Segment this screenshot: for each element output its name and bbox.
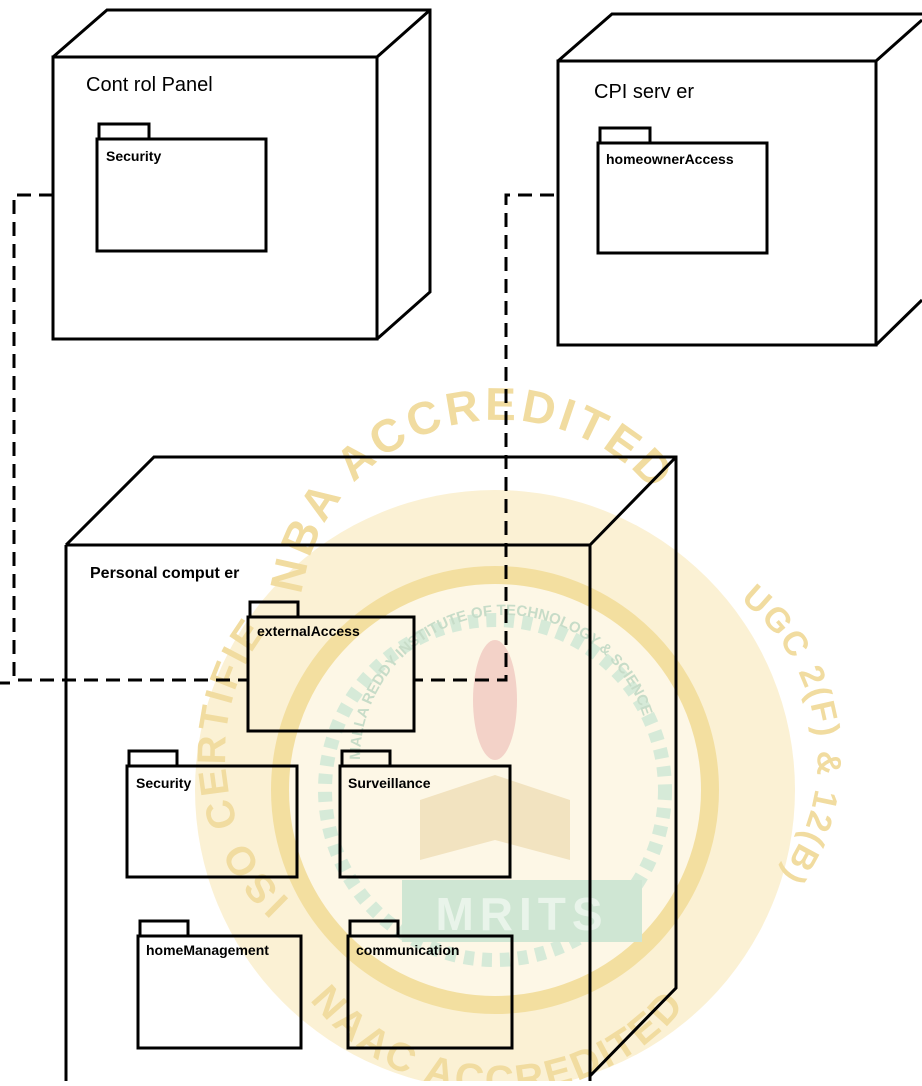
node-cube-edge: [376, 8, 431, 59]
node-label-control-panel: Cont rol Panel: [86, 74, 213, 96]
node-cube-edge: [588, 455, 678, 547]
seal-book: [420, 775, 570, 860]
watermark-banner-text: MRITS: [435, 888, 608, 940]
package-body: [596, 141, 769, 255]
package-tab: [97, 122, 151, 141]
node-cube-edges: [557, 12, 922, 63]
node-front-face: [64, 543, 592, 1081]
dependency-line-security-to-external: [12, 193, 248, 682]
package-security-control-panel: [95, 122, 268, 253]
package-body: [95, 137, 268, 253]
package-communication: [346, 919, 514, 1050]
package-tab: [127, 749, 179, 768]
package-body: [136, 934, 303, 1050]
seal-banner: [402, 880, 642, 942]
package-label-home-management: homeManagement: [146, 942, 269, 958]
dependency-lines: [0, 193, 598, 685]
package-tab: [138, 919, 190, 938]
node-cube-edge: [875, 18, 922, 63]
package-label-security: Security: [106, 148, 161, 164]
package-body: [246, 615, 416, 733]
node-label-cpi-server: CPI serv er: [594, 81, 694, 103]
package-homeowner-access: [596, 126, 769, 255]
package-label-communication: communication: [356, 942, 459, 958]
package-label-security-pc: Security: [136, 775, 191, 791]
dependency-line-homeowner-to-external: [414, 193, 598, 682]
package-body: [338, 764, 512, 879]
seal-gear-ring: [318, 613, 672, 967]
package-body: [125, 764, 299, 879]
node-personal-computer: [64, 455, 678, 1081]
node-cube-edge: [874, 298, 922, 347]
node-label-personal-computer: Personal comput er: [90, 565, 239, 582]
package-external-access: [246, 600, 416, 733]
package-home-management: [136, 919, 303, 1050]
package-surveillance: [338, 749, 512, 879]
package-label-surveillance: Surveillance: [348, 775, 431, 791]
package-body: [346, 934, 514, 1050]
package-label-homeowner-access: homeownerAccess: [606, 151, 734, 167]
package-tab: [598, 126, 652, 145]
package-label-external-access: externalAccess: [257, 623, 360, 639]
seal-torch: [473, 640, 517, 760]
package-security-pc: [125, 749, 299, 879]
